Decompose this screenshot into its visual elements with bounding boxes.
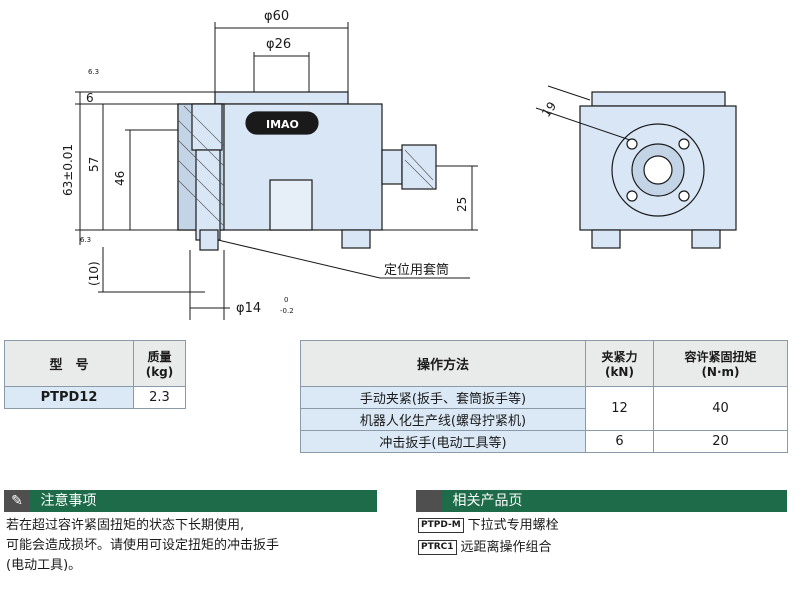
method-impact: 冲击扳手(电动工具等)	[300, 430, 586, 453]
header-torque: 容许紧固扭矩 (N·m)	[652, 340, 789, 387]
header-mass: 质量 (kg)	[133, 340, 186, 387]
model-cell: PTPD12	[4, 386, 134, 409]
dim-10: (10)	[87, 261, 101, 286]
force-cell-2: 6	[585, 430, 654, 453]
related-label: 远距离操作组合	[460, 540, 552, 555]
related-title: 相关产品页	[452, 493, 523, 509]
header-model: 型 号	[4, 340, 134, 387]
callout-positioning-sleeve: 定位用套筒	[384, 262, 449, 278]
mass-table: 型 号 质量 (kg) PTPD12 2.3	[4, 340, 186, 409]
torque-cell-1: 40	[652, 386, 789, 431]
related-header: 相关产品页	[416, 490, 787, 512]
surface-mark-top: 6.3	[88, 68, 99, 76]
dim-63: 63±0.01	[61, 144, 75, 196]
notes-line-3: (电动工具)。	[6, 558, 82, 573]
header-method: 操作方法	[300, 340, 586, 387]
notes-body: 若在超过容许紧固扭矩的状态下长期使用, 可能会造成损坏。请使用可设定扭矩的冲击扳…	[6, 516, 386, 576]
notes-line-1: 若在超过容许紧固扭矩的状态下长期使用,	[6, 518, 245, 533]
notes-title: 注意事项	[40, 493, 97, 509]
dim-57: 57	[87, 157, 101, 172]
notes-line-2: 可能会造成损坏。请使用可设定扭矩的冲击扳手	[6, 538, 280, 553]
technical-drawing: φ60 φ26 6 6.3 6.3 63±0.01 57 46 (10) 25 …	[61, 9, 737, 320]
dim-46: 46	[113, 171, 127, 186]
related-code: PTPD-M	[418, 518, 464, 533]
brand-logo: IMAO	[266, 118, 299, 131]
dim-phi14-tol-top: 0	[284, 296, 288, 304]
pencil-icon: ✎	[4, 490, 30, 512]
notes-header: ✎ 注意事项	[4, 490, 377, 512]
dim-phi14: φ14	[236, 301, 261, 316]
dim-phi60: φ60	[264, 9, 289, 24]
method-manual: 手动夹紧(扳手、套筒扳手等)	[300, 386, 586, 409]
dim-phi26: φ26	[266, 37, 291, 52]
header-force: 夹紧力 (kN)	[585, 340, 654, 387]
dim-6: 6	[86, 91, 94, 105]
related-label: 下拉式专用螺栓	[467, 518, 559, 533]
related-code: PTRC1	[418, 540, 457, 555]
surface-mark-bottom: 6.3	[80, 236, 91, 244]
mass-cell: 2.3	[133, 386, 186, 409]
force-cell-1: 12	[585, 386, 654, 431]
dim-25: 25	[455, 197, 469, 212]
operation-table: 操作方法 夹紧力 (kN) 容许紧固扭矩 (N·m) 手动夹紧(扳手、套筒扳手等…	[300, 340, 789, 453]
method-robot: 机器人化生产线(螺母拧紧机)	[300, 408, 586, 431]
dim-phi14-tol-bot: -0.2	[280, 307, 294, 315]
related-icon	[416, 490, 442, 512]
torque-cell-2: 20	[652, 430, 789, 453]
dim-19: 19	[539, 99, 559, 120]
